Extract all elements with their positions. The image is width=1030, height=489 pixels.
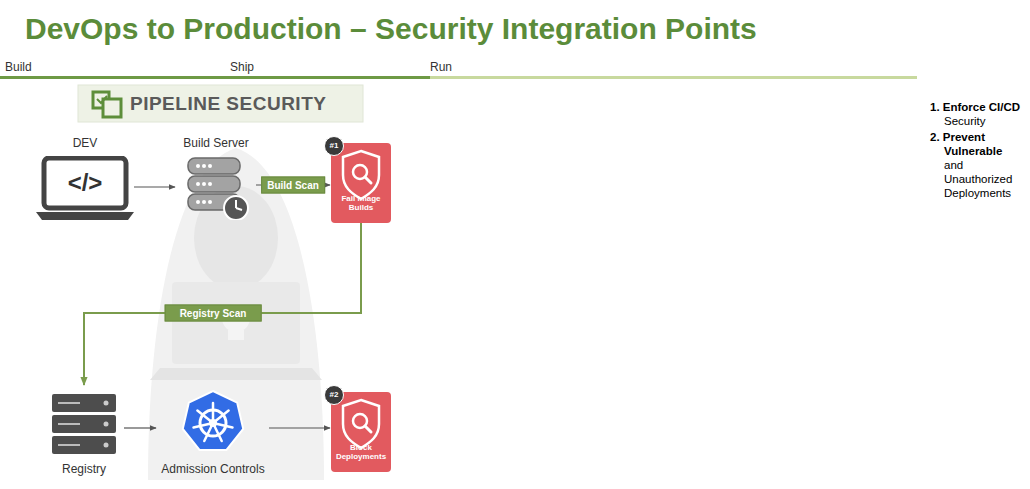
phase-label: Run	[430, 60, 452, 74]
pipeline-banner	[78, 85, 363, 122]
banner-title: PIPELINE SECURITY	[130, 92, 326, 115]
callout-number: #2	[324, 385, 344, 405]
callout-number: #1	[324, 136, 344, 156]
build-server-icon	[176, 154, 256, 220]
phase-bar-light	[430, 76, 917, 79]
gate-label: Block Deployments	[334, 443, 388, 461]
developer-laptop: DEV </>	[36, 136, 134, 220]
flow-arrow	[124, 427, 156, 428]
goal-item: and Unauthorized Deployments	[944, 158, 1026, 200]
flow-arrow	[269, 427, 330, 428]
flow-arrow	[134, 186, 175, 187]
node-label: DEV	[73, 136, 98, 151]
code-symbol: </>	[68, 169, 103, 197]
node-label: Registry	[62, 462, 106, 477]
gate-label: Fail Image Builds	[334, 194, 388, 212]
scan-label: Build Scan	[261, 177, 325, 194]
phase-label: Ship	[230, 60, 254, 74]
phase-label: Build	[5, 60, 32, 74]
admission-controls: Admission Controls	[157, 386, 269, 480]
node-label: Build Server	[183, 136, 248, 151]
goal-item: Security	[944, 114, 986, 128]
security-gate: #2Block Deployments	[331, 392, 391, 472]
security-gate: #1Fail Image Builds	[331, 143, 391, 223]
flow-arrow	[84, 223, 361, 385]
admission-controls-icon	[157, 388, 269, 454]
goal-item: 1. Enforce CI/CD	[930, 100, 1020, 114]
scan-label: Registry Scan	[165, 305, 262, 322]
image-registry-icon	[44, 390, 124, 460]
node-label: Admission Controls	[161, 462, 264, 477]
page-title: DevOps to Production – Security Integrat…	[25, 12, 757, 46]
image-registry: Registry	[44, 386, 124, 480]
build-server: Build Server	[176, 136, 256, 220]
goal-item: 2. Prevent Vulnerable	[930, 130, 1026, 158]
phase-bar-dark	[0, 76, 430, 79]
